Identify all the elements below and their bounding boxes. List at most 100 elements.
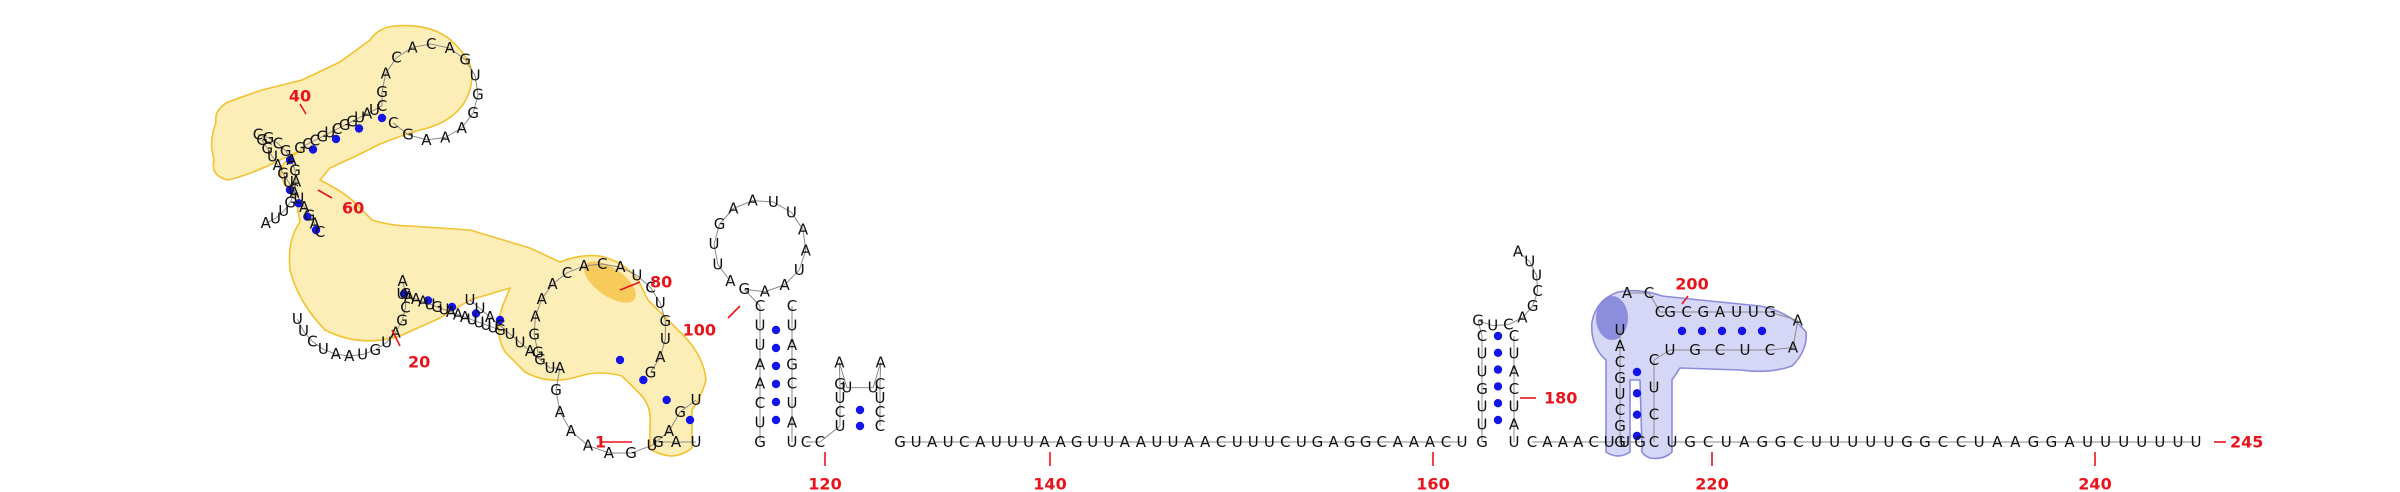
nucleotide: A — [485, 308, 496, 326]
backbone-bond — [872, 362, 882, 388]
nucleotide: U — [1619, 433, 1630, 451]
nucleotide: U — [2172, 433, 2183, 451]
backbone-bond — [471, 319, 480, 323]
nucleotide: C — [597, 255, 607, 273]
backbone-bond — [552, 272, 568, 285]
backbone-bond — [587, 444, 610, 454]
backbone-bond — [679, 399, 697, 413]
position-tick — [391, 329, 401, 347]
nucleotide: C — [1715, 341, 1725, 359]
nucleotide: G — [528, 326, 540, 344]
backbone-bond — [879, 362, 882, 385]
nucleotide: A — [453, 306, 464, 324]
position-tick — [619, 281, 641, 291]
backbone-bond — [293, 181, 297, 193]
backbone-bond — [555, 368, 561, 391]
backbone-bond — [570, 430, 589, 446]
position-label: 20 — [408, 353, 430, 372]
nucleotide: U — [470, 67, 481, 85]
nucleotide: A — [604, 444, 615, 462]
base-pair — [311, 225, 321, 235]
nucleotide: U — [481, 316, 492, 334]
nucleotide: U — [841, 379, 852, 397]
nucleotide: U — [298, 322, 309, 340]
nucleotide: A — [1542, 433, 1553, 451]
backbone-bond — [719, 208, 734, 225]
backbone-bond — [650, 287, 661, 304]
nucleotide: A — [299, 198, 310, 216]
nucleotide: U — [1477, 398, 1488, 416]
position-label: 1 — [595, 433, 606, 452]
nucleotide: C — [1644, 284, 1654, 302]
nucleotide: C — [307, 332, 317, 350]
nucleotide: G — [289, 162, 301, 180]
nucleotide: U — [1103, 433, 1114, 451]
backbone-bond — [529, 350, 541, 360]
nucleotide: C — [562, 264, 572, 282]
position-label: 60 — [342, 199, 364, 218]
nucleotide: U — [1264, 433, 1275, 451]
nucleotide: U — [768, 193, 779, 211]
nucleotide: A — [344, 347, 355, 365]
nucleotide: G — [1071, 433, 1083, 451]
nucleotide: U — [488, 318, 499, 336]
base-pair — [423, 296, 433, 305]
backbone-bond — [312, 341, 324, 350]
nucleotide: U — [1477, 362, 1488, 380]
position-label: 240 — [2078, 475, 2111, 492]
nucleotide: U — [1829, 433, 1840, 451]
nucleotide: U — [1847, 433, 1858, 451]
nucleotide: G — [754, 433, 766, 451]
nucleotide: U — [1883, 433, 1894, 451]
nucleotide: U — [293, 190, 304, 208]
nucleotide: G — [674, 403, 686, 421]
position-ticks — [299, 103, 2226, 466]
nucleotide: C — [377, 97, 387, 115]
base-pair — [771, 325, 781, 335]
backbone-bonds — [257, 43, 2196, 454]
nucleotide: A — [407, 38, 418, 56]
base-pairs — [285, 113, 1767, 441]
nucleotide: G — [263, 129, 275, 147]
backbone-bond — [472, 94, 479, 113]
backbone-bond — [539, 359, 551, 369]
nucleotide: G — [459, 50, 471, 68]
backbone-bond — [296, 318, 304, 332]
backbone-bond — [630, 444, 653, 454]
nucleotide: C — [787, 375, 797, 393]
nucleotide: A — [273, 156, 284, 174]
backbone-bond — [489, 316, 501, 326]
backbone-bond — [395, 320, 403, 333]
nucleotide: U — [1007, 433, 1018, 451]
nucleotide: U — [647, 436, 658, 454]
nucleotide: U — [1865, 433, 1876, 451]
nucleotide: A — [446, 303, 457, 321]
nucleotide: A — [1715, 303, 1726, 321]
backbone-bond — [1532, 291, 1539, 307]
nucleotide: U — [755, 336, 766, 354]
nucleotide: U — [2191, 433, 2202, 451]
nucleotide: U — [787, 433, 798, 451]
nucleotide: A — [310, 215, 321, 233]
backbone-bond — [429, 303, 438, 308]
backbone-bond — [268, 137, 279, 144]
nucleotide: U — [911, 433, 922, 451]
backbone-bond — [479, 308, 491, 318]
backbone-bond — [337, 124, 345, 130]
nucleotide: G — [472, 85, 484, 103]
base-pair — [354, 124, 364, 133]
nucleotide: U — [278, 202, 289, 220]
base-pair — [495, 315, 505, 325]
position-tick — [299, 103, 307, 115]
nucleotide: U — [465, 291, 476, 309]
nucleotide: U — [1649, 378, 1660, 396]
nucleotide: A — [555, 403, 566, 421]
base-pair — [1632, 367, 1642, 377]
nucleotide: A — [1573, 433, 1584, 451]
nucleotide: G — [1360, 433, 1372, 451]
nucleotide: G — [1344, 433, 1356, 451]
nucleotide: C — [755, 297, 765, 315]
backbone-bond — [366, 109, 375, 115]
nucleotide: U — [381, 333, 392, 351]
